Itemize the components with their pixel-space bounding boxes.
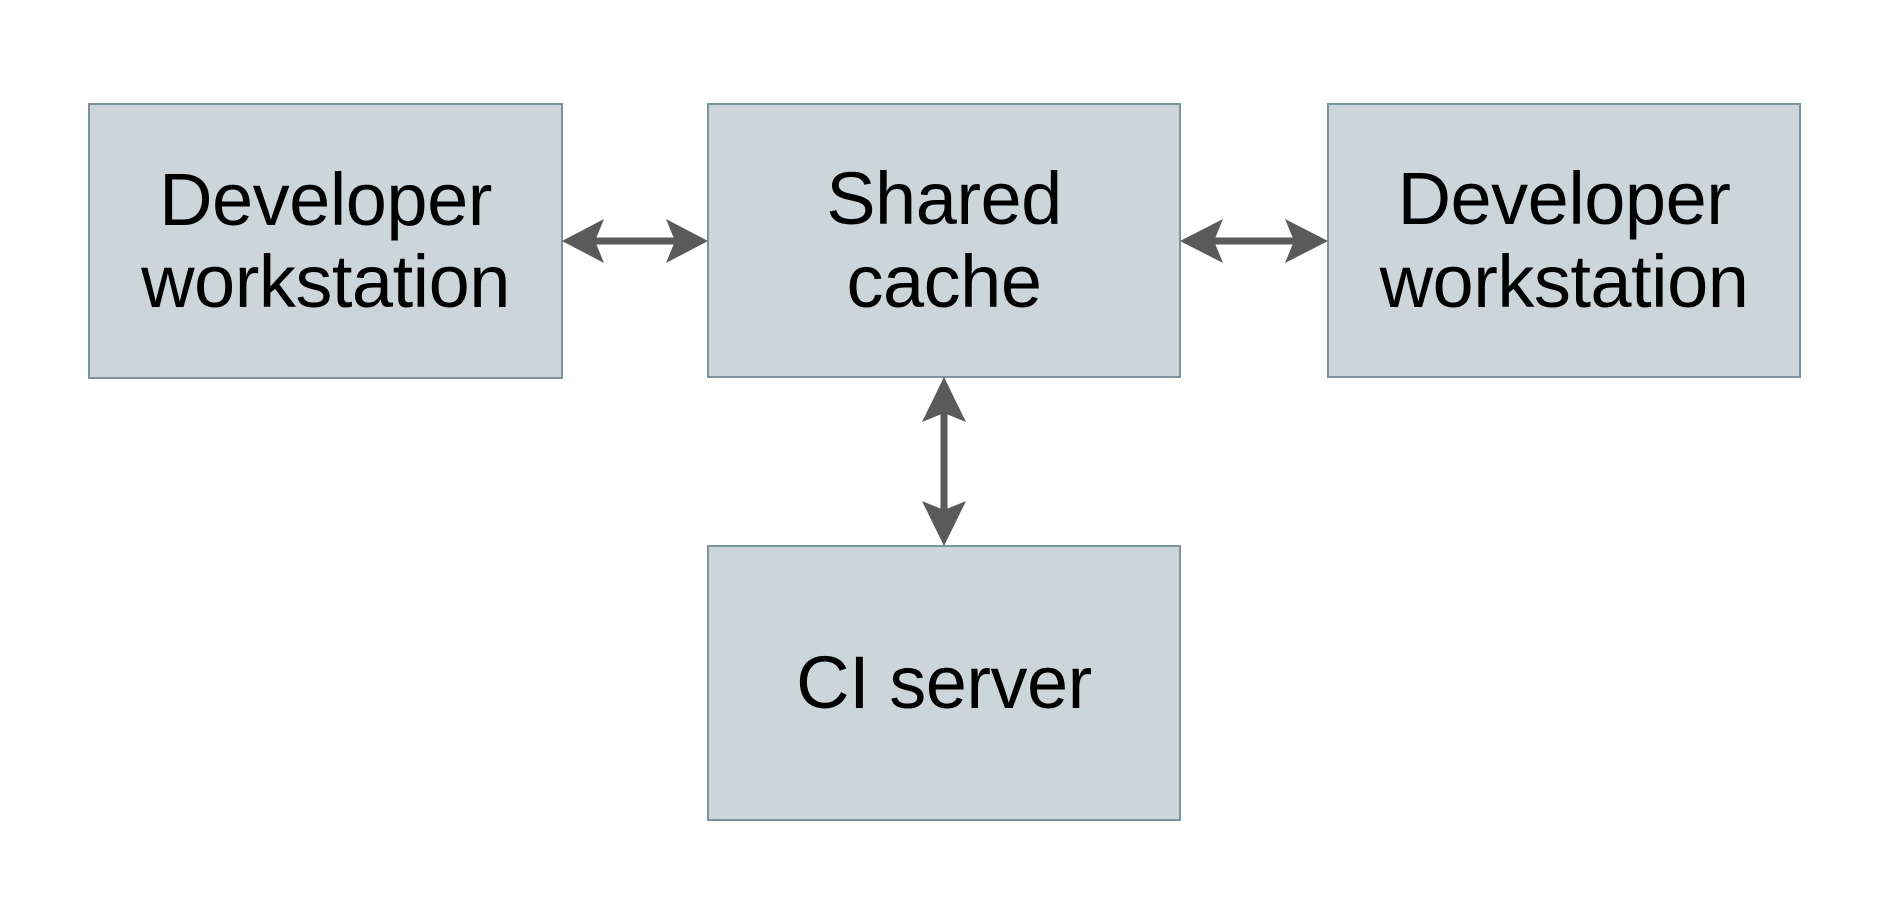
edge-shared-cache-to-developer-right	[1180, 219, 1328, 263]
edge-developer-left-to-shared-cache	[562, 219, 708, 263]
node-label: Developer workstation	[141, 157, 510, 323]
node-shared-cache[interactable]: Shared cache	[707, 103, 1181, 378]
node-label: CI server	[796, 640, 1092, 724]
node-label: Developer workstation	[1379, 157, 1749, 323]
node-developer-workstation-left[interactable]: Developer workstation	[88, 103, 563, 379]
node-ci-server[interactable]: CI server	[707, 545, 1181, 821]
node-developer-workstation-right[interactable]: Developer workstation	[1327, 103, 1801, 378]
edge-shared-cache-to-ci-server	[922, 377, 966, 546]
node-label: Shared cache	[826, 157, 1062, 323]
